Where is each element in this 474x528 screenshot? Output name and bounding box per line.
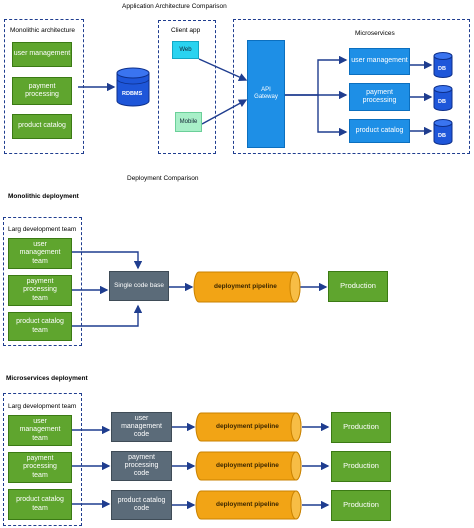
microservices-group: [233, 19, 470, 154]
web-client: Web: [172, 41, 199, 59]
single-code-base: Single code base: [109, 271, 169, 301]
rdbms-label: RDBMS: [122, 91, 143, 97]
micro-production-1: Production: [331, 412, 391, 443]
mono-team-payment-processing: payment processing team: [8, 275, 72, 306]
mono-team-payment-processing-label: payment processing team: [23, 278, 57, 302]
pipeline-cylinder-mono: [193, 271, 301, 303]
monolith-payment-processing: payment processing: [12, 77, 72, 105]
micro-code-payment-processing-label: payment processing code: [124, 453, 159, 478]
micro-team-product-catalog: product catalog team: [8, 489, 72, 520]
service-payment-processing: payment processing: [349, 83, 410, 111]
micro-code-payment-processing: payment processing code: [111, 451, 172, 481]
micro-team-label: Larg development team: [8, 403, 77, 410]
micro-production-2: Production: [331, 451, 391, 482]
mono-team-group: [3, 217, 82, 346]
micro-code-product-catalog-label: product catalog code: [117, 496, 166, 512]
micro-pipeline-label-3: deployment pipeline: [216, 501, 279, 508]
db-cylinder-2: [433, 85, 453, 111]
arrow-mobile-to-gateway: [201, 99, 248, 125]
pipeline-cylinder-micro-3: [195, 490, 302, 520]
monolith-label: Monolithic architecture: [10, 27, 76, 34]
arrow-web-to-gateway: [198, 58, 248, 81]
monolith-user-management: user management: [12, 42, 72, 67]
micro-code-product-catalog: product catalog code: [111, 490, 172, 520]
micro-team-group: [3, 393, 82, 526]
monolith-product-catalog: product catalog: [12, 114, 72, 139]
mono-pipeline-label: deployment pipeline: [214, 283, 277, 290]
monolithic-deployment-heading: Monolithic deployment: [8, 193, 79, 200]
mobile-client: Mobile: [175, 112, 202, 132]
micro-team-user-management: user management team: [8, 415, 72, 446]
db-cylinder-3: [433, 119, 453, 145]
client-app-group: [158, 20, 216, 154]
mono-team-label: Larg development team: [8, 226, 77, 233]
micro-team-payment-processing: payment processing team: [8, 452, 72, 483]
microservices-deployment-heading: Microservices deployment: [6, 375, 88, 382]
service-user-management: user management: [349, 48, 410, 75]
monolith-group: [4, 19, 84, 154]
db-label-1: DB: [438, 66, 446, 72]
mono-team-product-catalog-label: product catalog team: [16, 318, 64, 334]
service-product-catalog: product catalog: [349, 119, 410, 143]
db-label-3: DB: [438, 133, 446, 139]
micro-team-payment-processing-label: payment processing team: [23, 455, 57, 479]
mono-team-user-management-label: user management team: [19, 241, 61, 265]
mono-production: Production: [328, 271, 388, 302]
db-label-2: DB: [438, 99, 446, 105]
micro-code-user-management: user management code: [111, 412, 172, 442]
micro-pipeline-label-1: deployment pipeline: [216, 423, 279, 430]
micro-pipeline-label-2: deployment pipeline: [216, 462, 279, 469]
api-gateway-label: API Gateway: [254, 87, 278, 100]
mono-team-product-catalog: product catalog team: [8, 312, 72, 341]
deployment-title: Deployment Comparison: [127, 175, 199, 182]
pipeline-cylinder-micro-2: [195, 451, 302, 481]
arrow-gateway-to-catalog-service: [317, 95, 348, 137]
micro-production-3: Production: [331, 490, 391, 521]
microservices-label: Microservices: [355, 30, 395, 37]
micro-team-user-management-label: user management team: [19, 418, 61, 442]
architecture-title: Application Architecture Comparison: [122, 3, 227, 10]
mono-team-user-management: user management team: [8, 238, 72, 269]
rdbms-cylinder: [116, 67, 150, 107]
db-cylinder-1: [433, 52, 453, 78]
micro-code-user-management-label: user management code: [121, 414, 162, 439]
api-gateway: API Gateway: [247, 40, 285, 148]
client-app-label: Client app: [171, 27, 201, 34]
arrow-team1-to-codebase: [72, 251, 143, 270]
micro-team-product-catalog-label: product catalog team: [16, 496, 64, 512]
pipeline-cylinder-micro-1: [195, 412, 302, 442]
arrow-team3-to-codebase: [72, 304, 143, 327]
